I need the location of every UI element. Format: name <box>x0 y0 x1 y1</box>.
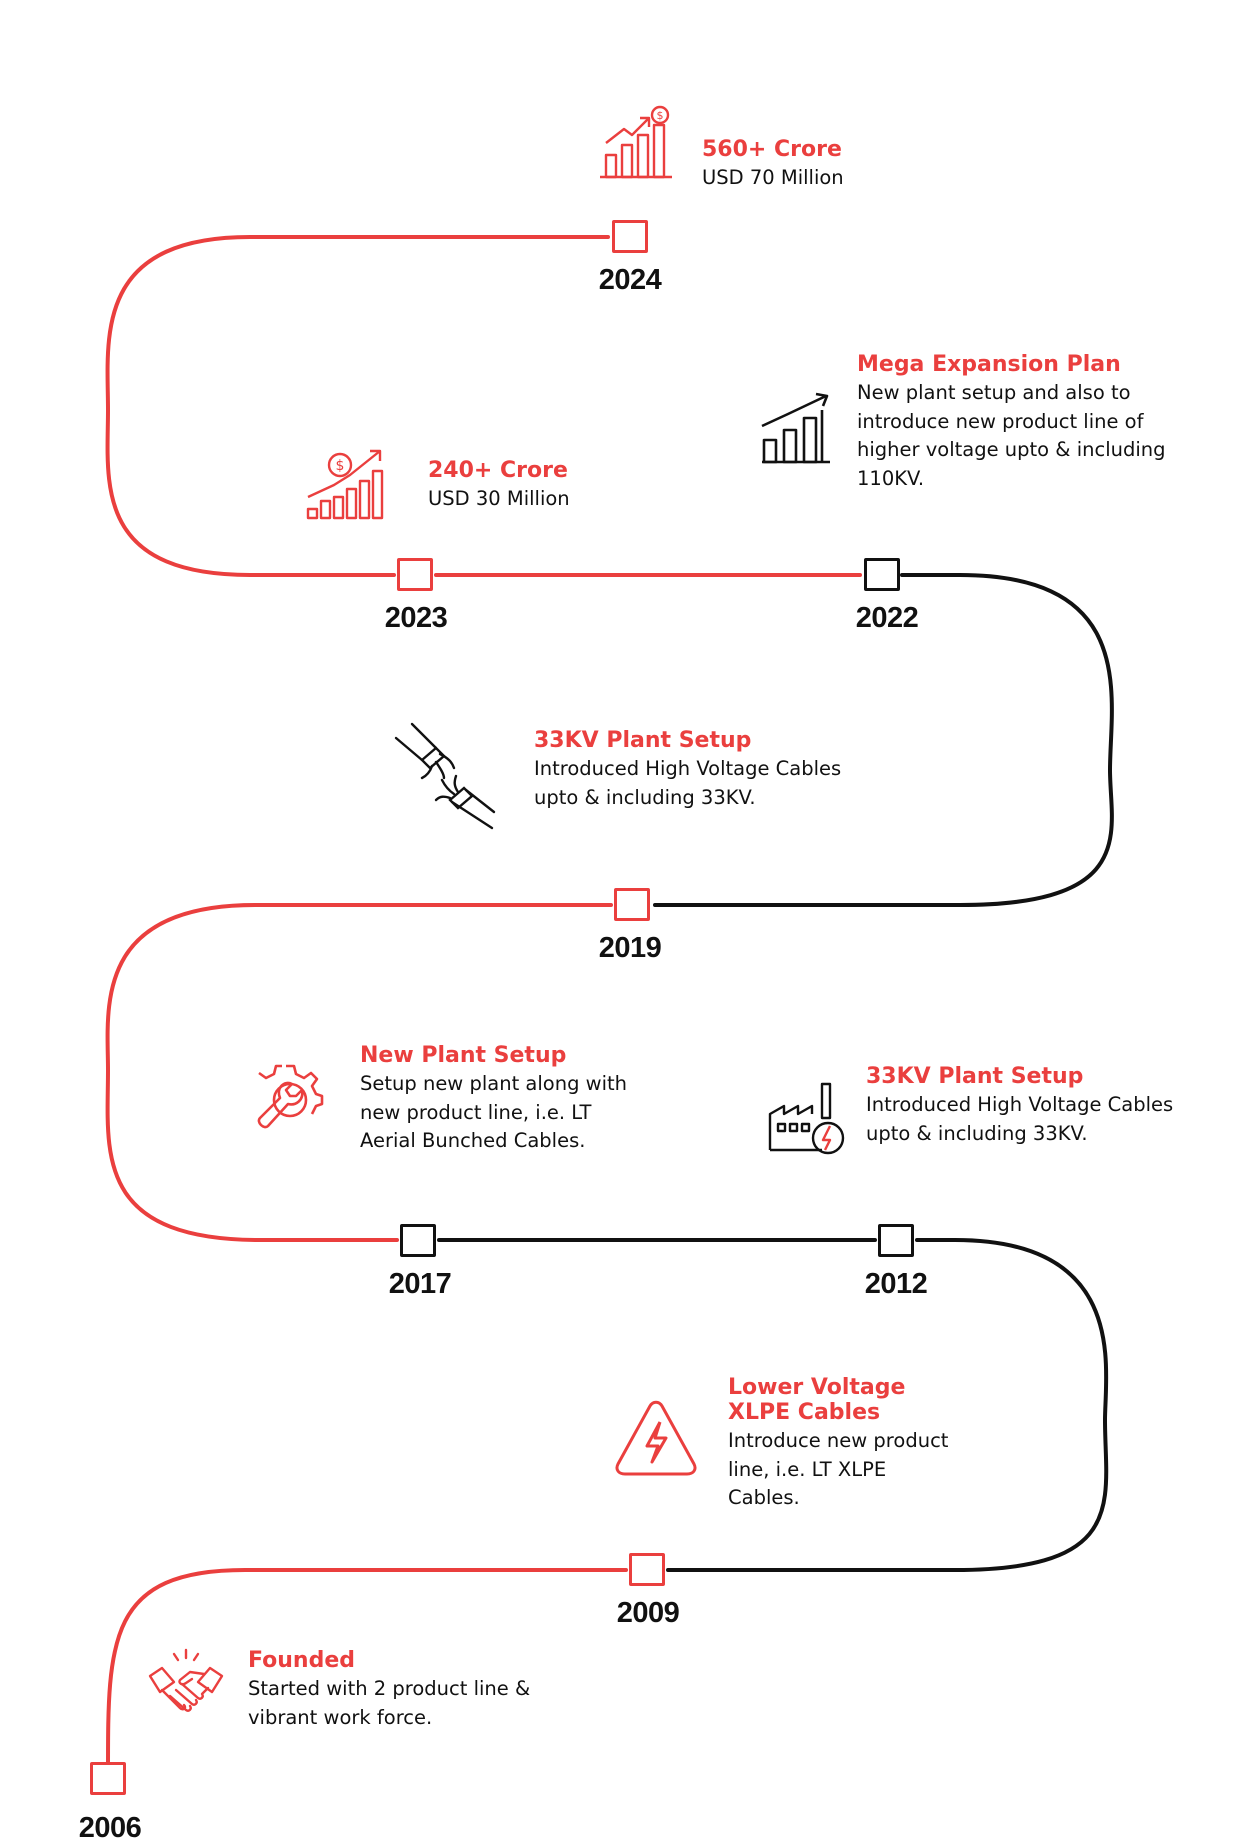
event-title: 560+ Crore <box>702 137 842 162</box>
node-2022 <box>864 558 900 591</box>
year-label-2012: 2012 <box>864 1268 928 1300</box>
node-2017 <box>400 1224 436 1257</box>
event-2017: New Plant Setup Setup new plant along wi… <box>360 1043 650 1156</box>
cable-wires-icon <box>392 722 498 830</box>
year-label-2023: 2023 <box>384 602 448 634</box>
year-label-2006: 2006 <box>78 1812 142 1844</box>
year-label-2019: 2019 <box>598 932 662 964</box>
event-description: Introduced High Voltage Cables upto & in… <box>534 757 842 809</box>
event-title: Mega Expansion Plan <box>857 352 1121 377</box>
dollar-bar-chart-icon: $ <box>304 445 390 521</box>
handshake-icon <box>146 1648 226 1720</box>
event-2012: 33KV Plant Setup Introduced High Voltage… <box>866 1064 1186 1148</box>
event-title: 240+ Crore <box>428 458 568 483</box>
svg-text:$: $ <box>657 109 664 122</box>
event-description: Introduce new product line, i.e. LT XLPE… <box>728 1429 949 1509</box>
factory-power-icon <box>766 1080 848 1156</box>
node-2023 <box>397 558 433 591</box>
node-2019 <box>614 888 650 921</box>
year-label-2017: 2017 <box>388 1268 452 1300</box>
event-2022: Mega Expansion Plan New plant setup and … <box>857 352 1187 493</box>
event-2024: 560+ Crore USD 70 Million <box>702 137 962 193</box>
event-title: Lower Voltage XLPE Cables <box>728 1375 906 1425</box>
event-2023: 240+ Crore USD 30 Million <box>428 458 688 514</box>
event-2019: 33KV Plant Setup Introduced High Voltage… <box>534 728 844 812</box>
year-label-2022: 2022 <box>855 602 919 634</box>
event-description: Setup new plant along with new product l… <box>360 1072 628 1152</box>
event-description: Started with 2 product line & vibrant wo… <box>248 1677 531 1729</box>
track-segment-2019-2017 <box>105 903 613 1242</box>
year-label-2009: 2009 <box>616 1597 680 1629</box>
track-segment-2024-2023 <box>105 235 610 577</box>
event-title: New Plant Setup <box>360 1043 567 1068</box>
event-description: Introduced High Voltage Cables upto & in… <box>866 1093 1174 1145</box>
event-description: New plant setup and also to introduce ne… <box>857 381 1166 490</box>
event-title: 33KV Plant Setup <box>534 728 752 753</box>
node-2024 <box>612 220 648 253</box>
event-description: USD 30 Million <box>428 487 570 510</box>
track-segment-2012-2009 <box>666 1238 1109 1572</box>
gear-wrench-icon <box>246 1060 324 1140</box>
node-2006 <box>90 1762 126 1795</box>
event-2006: Founded Started with 2 product line & vi… <box>248 1648 538 1732</box>
event-title: 33KV Plant Setup <box>866 1064 1084 1089</box>
high-voltage-warning-icon <box>614 1400 698 1476</box>
bar-chart-arrow-icon <box>760 390 832 466</box>
track-segment-2022-2019 <box>653 573 1114 907</box>
node-2012 <box>878 1224 914 1257</box>
event-2009: Lower Voltage XLPE Cables Introduce new … <box>728 1375 958 1513</box>
event-description: USD 70 Million <box>702 166 844 189</box>
event-title: Founded <box>248 1648 355 1673</box>
growth-chart-dollar-icon: $ <box>598 105 674 181</box>
year-label-2024: 2024 <box>598 264 662 296</box>
svg-text:$: $ <box>336 458 345 474</box>
track-segment-2009-2006 <box>106 1568 628 1771</box>
node-2009 <box>629 1553 665 1586</box>
